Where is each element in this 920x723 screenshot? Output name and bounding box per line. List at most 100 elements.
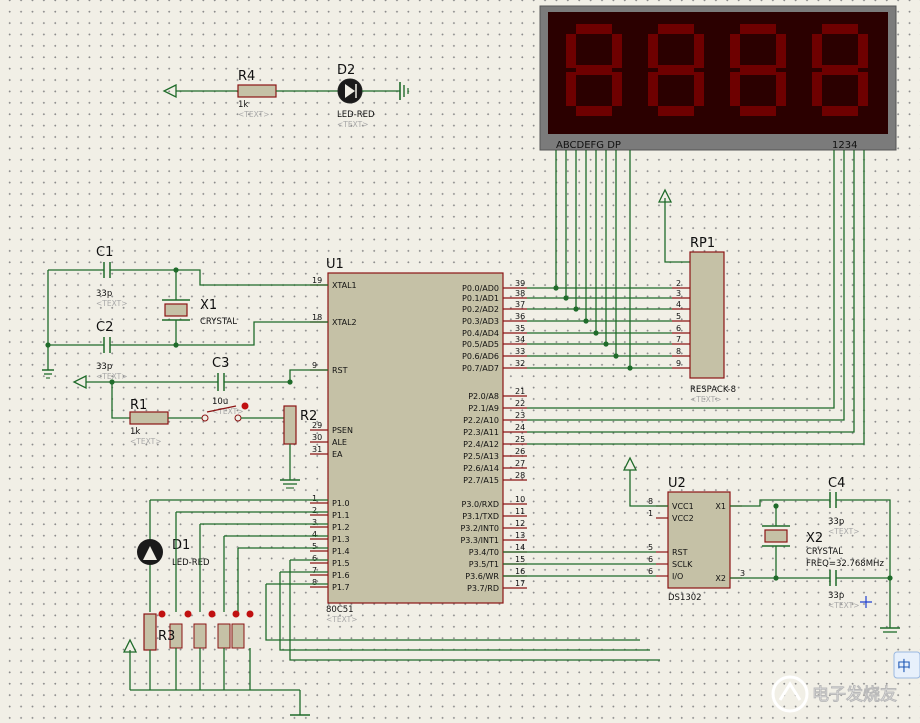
rp1-pin-4[interactable]: 4 [672,300,690,310]
rp1-pin-5[interactable]: 5 [672,312,690,322]
segment-e [566,72,576,106]
pin-number: 8 [648,497,653,506]
c4-text: <TEXT> [828,527,859,536]
segment-labels: ABCDEFG DP [556,140,621,151]
pin-name: P2.1/A9 [468,404,499,413]
pin-number: 2 [676,279,681,288]
c1-value: 33p [96,289,112,299]
pin-number: 8 [676,347,681,356]
r4-value: 1k [238,100,248,110]
rp1-pin-6[interactable]: 6 [672,324,690,334]
segment-bus-wires [527,150,865,445]
r4-d2-branch[interactable]: R4 1k <TEXT> D2 LED-RED <TEXT> [162,63,409,129]
r1-ref: R1 [130,398,147,413]
u1-pin-3[interactable]: 3P1.2 [310,518,350,532]
c1-ref: C1 [96,245,113,260]
d1-value: LED-RED [172,558,210,568]
watermark-text: 电子发烧友 [812,684,897,705]
segment-a [658,24,694,34]
segment-e [812,72,822,106]
pin-name: P0.7/AD7 [462,364,499,373]
pin-name: P1.3 [332,535,350,544]
rp1-ref: RP1 [690,236,715,251]
u1-pin-8[interactable]: 8P1.7 [310,578,350,592]
c3-value: 10u [212,397,228,407]
pin-number: 9 [312,361,317,370]
c4-ref: C4 [828,476,845,491]
segment-g [740,65,776,75]
r1-text: <TEXT> [130,437,161,446]
u1-pin-4[interactable]: 4P1.3 [310,530,350,544]
pin-number: 35 [515,324,525,333]
u1-pin-7[interactable]: 7P1.6 [310,566,350,580]
pin-number: 2 [312,506,317,515]
segment-f [812,34,822,68]
pin-name: XTAL1 [332,281,357,290]
rp1-pin-8[interactable]: 8 [672,347,690,357]
pin-number: 22 [515,399,525,408]
u1-pin-5[interactable]: 5P1.4 [310,542,350,556]
pin-name: P0.0/AD0 [462,284,499,293]
p1-keypad-circuit[interactable]: D1 LED-RED R3 [122,499,660,716]
segment-c [694,72,704,106]
pin-number: 5 [676,312,681,321]
u2-pin-io[interactable]: 6I/O [648,567,683,581]
rp1-pin-9[interactable]: 9 [672,359,690,369]
reset-circuit[interactable]: C3 10u <TEXT> R1 1k <TEXT> R2 [72,356,328,489]
pin-name: P1.0 [332,499,350,508]
u1-pin-6[interactable]: 6P1.5 [310,554,350,568]
segment-b [612,34,622,68]
rp1-pin-2[interactable]: 2 [672,279,690,289]
u1-pin-1[interactable]: 1P1.0 [310,494,350,508]
pin-name: RST [332,366,348,375]
u1-80c51[interactable]: U1 80C51 <TEXT> 19XTAL118XTAL29RST29PSEN… [310,257,527,624]
pin-name: P1.1 [332,511,350,520]
d1-ref: D1 [172,538,190,553]
oscillator-circuit[interactable]: C1 33p <TEXT> C2 33p <TEXT> X1 CRYSTAL [42,245,328,381]
u1-pin-2[interactable]: 2P1.1 [310,506,350,520]
digit-4: 8 [812,24,868,116]
rp1-pin-3[interactable]: 3 [672,289,690,299]
pin-name: RST [672,548,688,557]
pin-number: 18 [312,313,322,322]
pin-number: 12 [515,519,525,528]
pin-number: 19 [312,276,322,285]
pin-number: 1 [648,509,653,518]
pin-name: VCC1 [672,502,694,511]
rp1-pin-7[interactable]: 7 [672,335,690,345]
pin-name: P2.6/A14 [463,464,499,473]
pin-number: 4 [676,300,681,309]
